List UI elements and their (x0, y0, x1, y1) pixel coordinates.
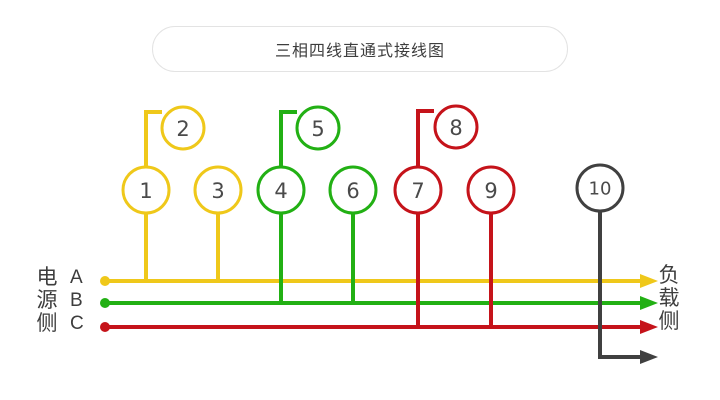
terminal-10[interactable]: 10 (575, 163, 625, 213)
terminal-7[interactable]: 7 (393, 165, 443, 215)
neutral-load-arrow (640, 350, 658, 364)
terminal-4-circle[interactable] (256, 165, 306, 215)
load-side-char-1: 负 (658, 263, 680, 287)
neutral-group (598, 211, 658, 364)
source-side-label: 电 源 侧 (32, 266, 62, 335)
phase-c-load-arrow (640, 320, 658, 334)
load-side-char-3: 侧 (658, 309, 680, 333)
source-side-char-3: 侧 (36, 311, 58, 335)
phase-label-a: A (70, 267, 83, 288)
terminal-3-circle[interactable] (193, 165, 243, 215)
terminal-7-label: 7 (411, 179, 424, 203)
wire-terminal-7-to-terminal-8 (416, 109, 434, 167)
terminal-6-label: 6 (346, 179, 359, 203)
terminal-3-label: 3 (211, 179, 224, 203)
load-side-char-2: 载 (658, 286, 680, 310)
wire-terminal-4-to-phase-b (105, 213, 283, 305)
phase-c-group (100, 109, 658, 334)
terminal-6[interactable]: 6 (328, 165, 378, 215)
wire-terminal-1-to-terminal-2 (144, 110, 162, 167)
terminal-8-label: 8 (449, 116, 462, 140)
terminal-10-label: 10 (589, 179, 612, 200)
diagram-title-pill: 三相四线直通式接线图 (152, 26, 568, 72)
phase-label-b: B (70, 290, 83, 311)
wire-terminal-10-to-neutral (598, 211, 640, 359)
terminal-4[interactable]: 4 (256, 165, 306, 215)
terminal-5[interactable]: 5 (295, 105, 341, 151)
phase-a-load-arrow (640, 274, 658, 288)
terminal-circles: 1 2 3 4 5 (121, 104, 625, 215)
wire-terminal-4-to-terminal-5 (279, 110, 297, 167)
terminal-9-circle[interactable] (466, 165, 516, 215)
terminal-8[interactable]: 8 (433, 104, 479, 150)
phase-a-group (100, 110, 658, 288)
phase-b-group (100, 110, 658, 310)
terminal-9-label: 9 (484, 179, 497, 203)
terminal-10-circle[interactable] (575, 163, 625, 213)
terminal-5-label: 5 (311, 117, 324, 141)
phase-label-c: C (70, 313, 84, 334)
terminal-3[interactable]: 3 (193, 165, 243, 215)
terminal-2-label: 2 (176, 117, 189, 141)
load-side-label: 负 载 侧 (654, 264, 684, 333)
phase-b-load-arrow (640, 296, 658, 310)
terminal-1-label: 1 (139, 179, 152, 203)
terminal-5-circle[interactable] (295, 105, 341, 151)
wire-terminal-7-to-phase-c (105, 213, 420, 329)
source-side-char-1: 电 (36, 265, 58, 289)
terminal-1-circle[interactable] (121, 165, 171, 215)
wire-terminal-1-to-phase-a (105, 213, 148, 283)
source-side-char-2: 源 (36, 288, 58, 312)
page-title: 三相四线直通式接线图 (274, 41, 445, 60)
terminal-2-circle[interactable] (160, 105, 206, 151)
phase-letter-labels: A B C (70, 266, 92, 335)
terminal-4-label: 4 (274, 179, 287, 203)
terminal-7-circle[interactable] (393, 165, 443, 215)
terminal-2[interactable]: 2 (160, 105, 206, 151)
terminal-6-circle[interactable] (328, 165, 378, 215)
terminal-9[interactable]: 9 (466, 165, 516, 215)
terminal-1[interactable]: 1 (121, 165, 171, 215)
terminal-8-circle[interactable] (433, 104, 479, 150)
